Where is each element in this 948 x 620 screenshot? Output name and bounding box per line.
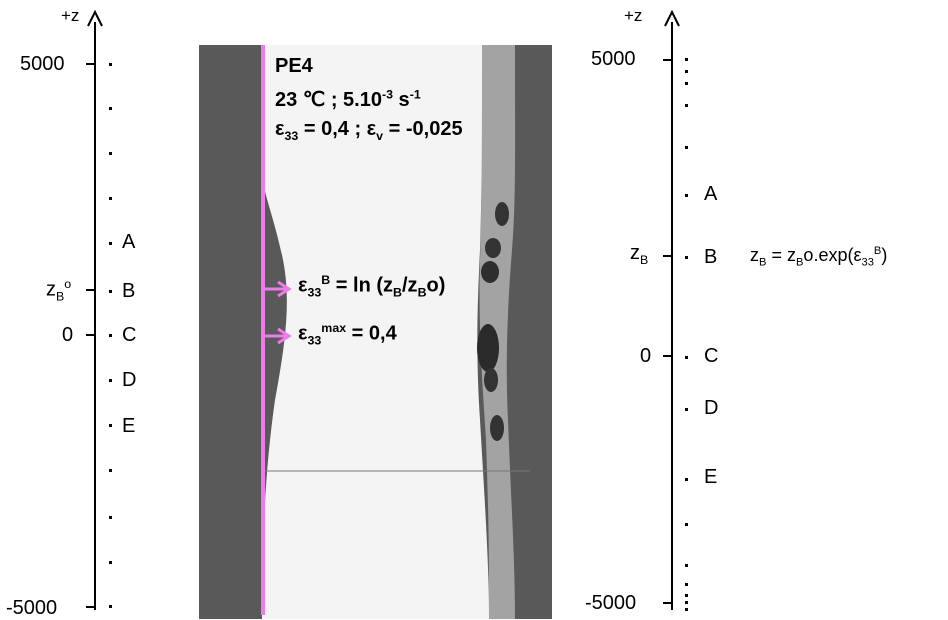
left-tick-label-minus5000: -5000	[6, 597, 58, 619]
right-marker-a: A	[704, 183, 718, 205]
local-strain-equation: ε33B = ln (zB/zBo)	[298, 273, 446, 300]
void-4	[477, 324, 499, 372]
right-zb-label: zB	[630, 242, 649, 267]
right-marker-e: E	[704, 466, 718, 488]
void-5	[484, 368, 498, 392]
left-tick-label-5000: 5000	[20, 53, 65, 75]
left-marker-d: D	[122, 369, 137, 391]
right-axis-arrow-icon	[664, 9, 680, 27]
test-conditions: 23 ℃ ; 5.10-3 s-1	[275, 87, 421, 111]
arrow-c-head	[277, 327, 292, 345]
void-3	[481, 261, 499, 283]
specimen-photo	[199, 45, 552, 619]
void-1	[495, 202, 509, 226]
left-zbo-label: zBo	[46, 277, 72, 304]
right-marker-d: D	[704, 397, 719, 419]
left-axis-dots	[109, 63, 112, 608]
specimen-necked-region	[262, 45, 489, 619]
left-marker-b: B	[122, 280, 136, 302]
void-6	[490, 415, 504, 441]
specimen-title: PE4	[275, 55, 313, 77]
left-marker-a: A	[122, 231, 136, 253]
left-axis-arrow-icon	[87, 9, 103, 27]
void-2	[485, 238, 501, 258]
specimen-right-edge	[479, 45, 516, 619]
right-tick-label-5000: 5000	[591, 48, 636, 70]
strain-values: ε33 = 0,4 ; εv = -0,025	[275, 118, 463, 143]
left-axis-label: +z	[61, 6, 80, 25]
right-axis	[663, 9, 688, 611]
left-axis	[86, 9, 112, 610]
right-axis-dots	[685, 58, 688, 611]
right-axis-label: +z	[624, 6, 643, 25]
max-strain-label: ε33max = 0,4	[298, 321, 397, 348]
left-marker-e: E	[122, 415, 136, 437]
right-tick-label-0: 0	[640, 345, 652, 367]
arrow-b-head	[277, 280, 292, 298]
right-marker-b: B	[704, 246, 718, 268]
left-tick-label-0: 0	[62, 324, 74, 346]
left-marker-c: C	[122, 324, 137, 346]
right-tick-label-minus5000: -5000	[585, 592, 637, 614]
right-marker-c: C	[704, 345, 719, 367]
zb-formula: zB = zBo.exp(ε33B)	[750, 245, 888, 269]
